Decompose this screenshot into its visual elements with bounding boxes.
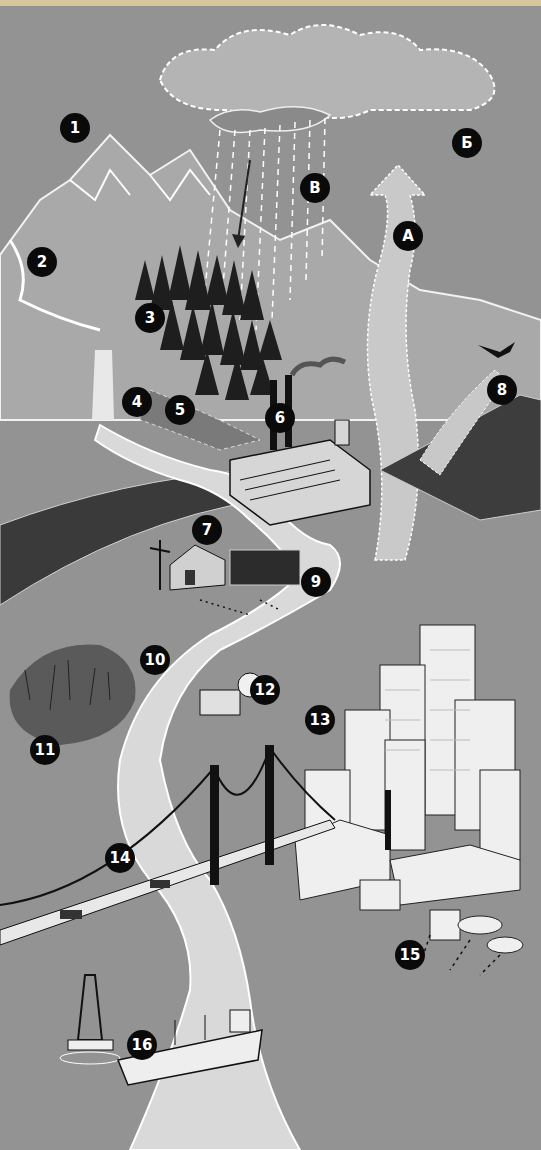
chimney xyxy=(385,790,391,850)
callout-number: 1 xyxy=(60,113,90,143)
rain xyxy=(205,118,325,330)
snow-caps xyxy=(70,170,210,200)
callout-number: 3 xyxy=(135,303,165,333)
farm xyxy=(150,540,300,615)
arrow-head xyxy=(232,234,245,248)
callout-number: 10 xyxy=(140,645,170,675)
factory xyxy=(230,359,370,525)
callout-number: 4 xyxy=(122,387,152,417)
oil-rig xyxy=(60,975,120,1064)
callout-number: 13 xyxy=(305,705,335,735)
tanker-ship xyxy=(118,1010,262,1085)
glacier-stream xyxy=(10,240,100,330)
callout-number: 14 xyxy=(105,843,135,873)
mountains xyxy=(0,135,541,420)
windows xyxy=(385,650,470,770)
clouds xyxy=(160,25,495,118)
city xyxy=(295,625,523,953)
callout-number: 11 xyxy=(30,735,60,765)
reeds xyxy=(25,660,110,710)
callout-number: 7 xyxy=(192,515,222,545)
callout-number: 16 xyxy=(127,1030,157,1060)
callout-number: 15 xyxy=(395,940,425,970)
callout-number: 2 xyxy=(27,247,57,277)
callout-number: В xyxy=(300,173,330,203)
top-strip xyxy=(0,0,541,6)
rain-arrow xyxy=(238,160,250,240)
river xyxy=(95,425,340,1150)
callout-number: 8 xyxy=(487,375,517,405)
callout-number: Б xyxy=(452,128,482,158)
bridge xyxy=(0,745,335,945)
callout-number: 5 xyxy=(165,395,195,425)
rain-cloud xyxy=(210,107,330,133)
waterfall xyxy=(92,350,114,420)
evaporation-column xyxy=(368,165,426,560)
callout-number: 12 xyxy=(250,675,280,705)
callout-number: А xyxy=(393,221,423,251)
callout-number: 9 xyxy=(301,567,331,597)
callout-number: 6 xyxy=(265,403,295,433)
marsh xyxy=(10,645,136,745)
slope xyxy=(140,390,260,450)
forest xyxy=(135,245,282,400)
plane xyxy=(478,342,515,358)
sewage xyxy=(420,935,500,975)
